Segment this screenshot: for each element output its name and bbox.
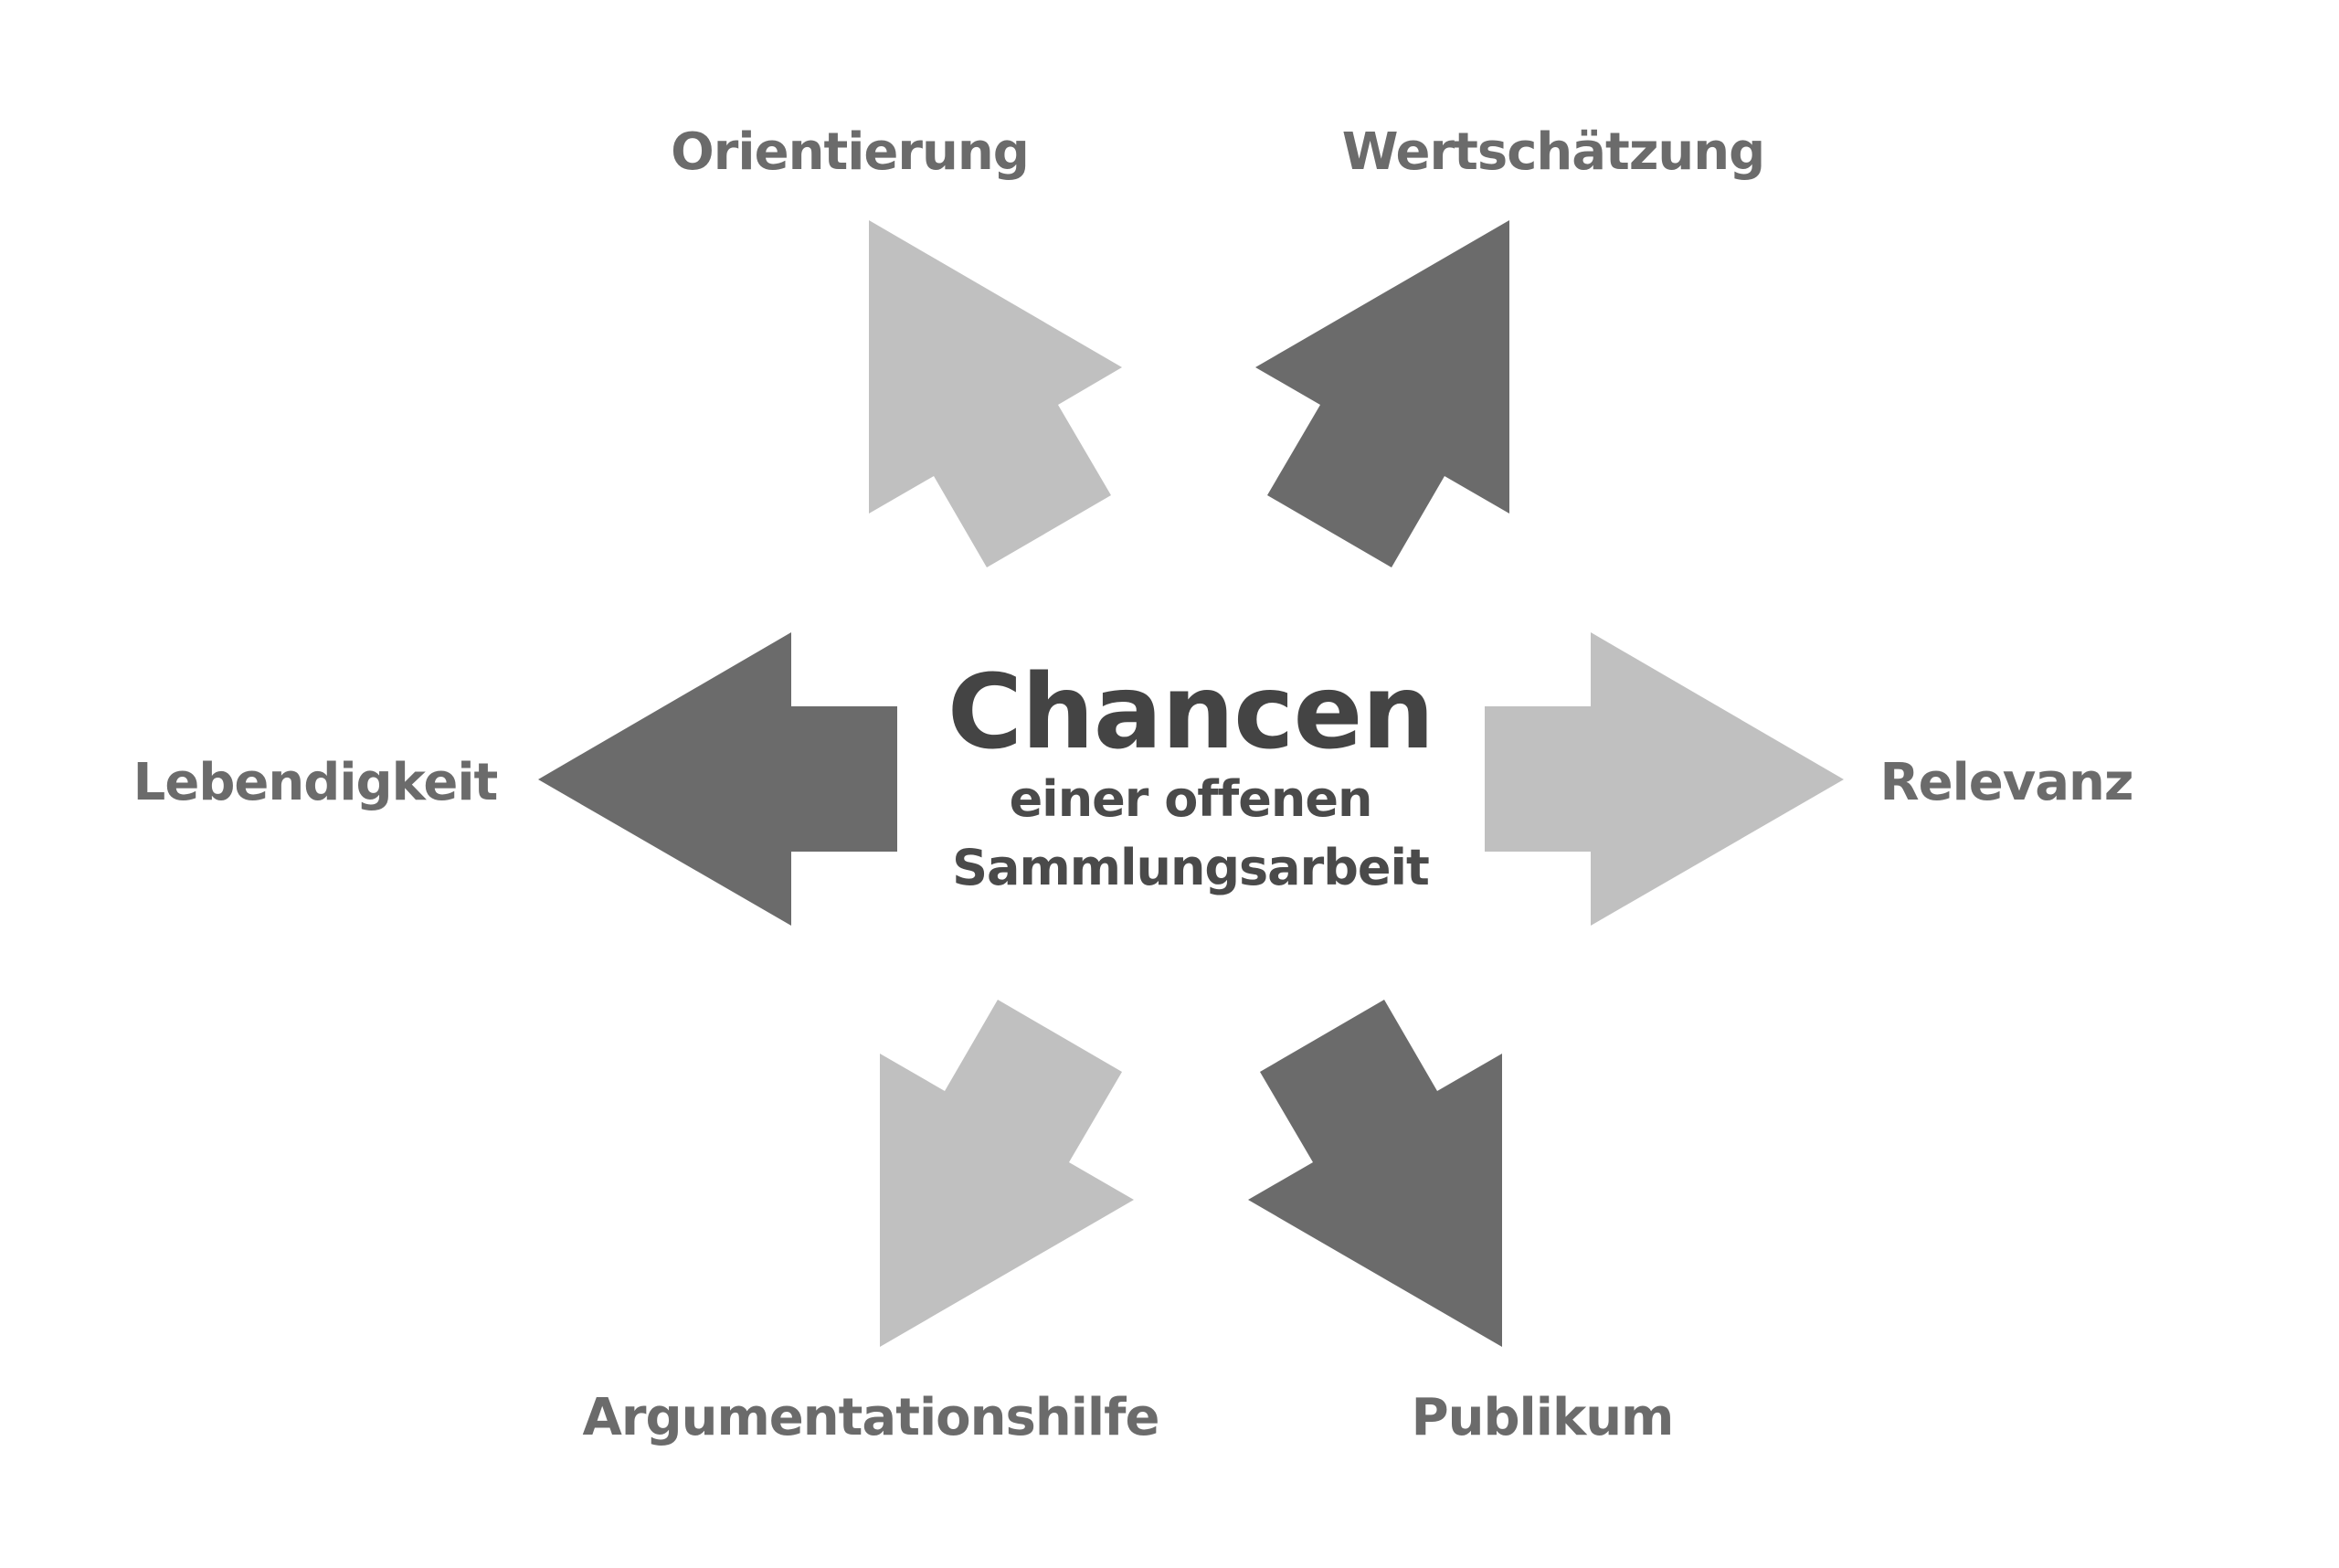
label-relevanz: Relevanz (1879, 753, 2133, 812)
arrow-relevanz (1485, 632, 1844, 926)
label-wertschaetzung: Wertschätzung (1342, 122, 1765, 182)
label-orientierung: Orientierung (671, 122, 1029, 182)
arrow-wertschaetzung (1255, 220, 1509, 567)
center-subtitle-line2: Sammlungsarbeit (952, 839, 1429, 896)
label-argumentationshilfe: Argumentationshilfe (583, 1388, 1159, 1447)
center-title: Chancen (947, 653, 1434, 772)
label-publikum: Publikum (1412, 1388, 1674, 1447)
arrow-orientierung (869, 220, 1122, 567)
arrow-publikum (1248, 1000, 1502, 1347)
label-lebendigkeit: Lebendigkeit (133, 753, 498, 812)
arrow-argumentationshilfe (880, 1000, 1134, 1347)
center-subtitle-line1: einer offenen (1010, 770, 1372, 828)
arrow-lebendigkeit (538, 632, 897, 926)
